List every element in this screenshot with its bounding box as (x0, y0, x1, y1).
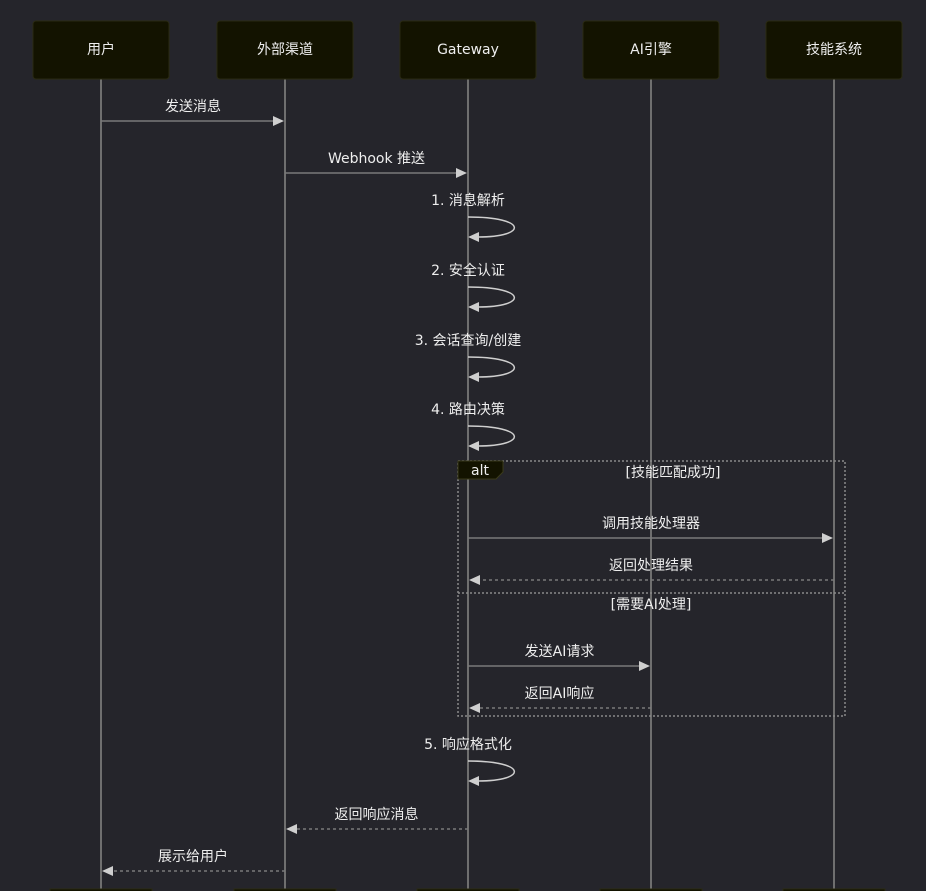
alt-label: alt (471, 463, 489, 479)
message-label: 返回AI响应 (525, 685, 595, 702)
participant-label: AI引擎 (630, 42, 672, 58)
message-label: 展示给用户 (158, 848, 228, 865)
message-4: 3. 会话查询/创建 (415, 333, 522, 382)
message-label: 4. 路由决策 (431, 401, 505, 418)
participant-label: 用户 (87, 41, 115, 58)
arrowhead (468, 302, 479, 312)
self-loop-arrow (467, 425, 515, 447)
alt-condition-0: [技能匹配成功] (626, 465, 721, 481)
participant-box-bottom (49, 888, 153, 891)
participant-label: 技能系统 (806, 42, 862, 58)
participant-box (399, 20, 537, 80)
message-label: 1. 消息解析 (431, 192, 505, 209)
participant-user: 用户 (32, 20, 170, 891)
message-label: 调用技能处理器 (602, 516, 700, 532)
arrowhead (456, 168, 467, 178)
participant-box (765, 20, 903, 80)
participant-gateway: Gateway (399, 20, 537, 891)
message-label: 发送AI请求 (525, 644, 595, 660)
participant-box-bottom (599, 888, 703, 891)
participant-box (32, 20, 170, 80)
message-2: 1. 消息解析 (431, 192, 515, 242)
participant-skill: 技能系统 (765, 20, 903, 891)
message-0: 发送消息 (101, 98, 284, 126)
message-5: 4. 路由决策 (431, 401, 515, 451)
participant-label: 外部渠道 (257, 42, 313, 58)
self-loop-arrow (467, 216, 515, 238)
message-label: 5. 响应格式化 (424, 736, 512, 753)
participant-label: Gateway (437, 42, 499, 58)
participant-box-bottom (416, 888, 520, 891)
message-label: 3. 会话查询/创建 (415, 333, 522, 349)
alt-label-box (457, 460, 504, 480)
message-label: 发送消息 (165, 98, 221, 115)
arrowhead (102, 866, 113, 876)
message-11: 返回响应消息 (286, 806, 468, 834)
message-1: Webhook 推送 (285, 151, 467, 178)
message-label: 返回响应消息 (335, 806, 419, 823)
arrowhead (273, 116, 284, 126)
message-8: 发送AI请求 (468, 644, 650, 671)
arrowhead (469, 575, 480, 585)
alt-frame-border (457, 460, 846, 717)
self-loop-arrow (467, 356, 515, 378)
message-9: 返回AI响应 (469, 685, 651, 713)
participant-box-bottom (782, 888, 886, 891)
arrowhead (468, 232, 479, 242)
self-loop-arrow (467, 286, 515, 308)
message-10: 5. 响应格式化 (424, 736, 515, 786)
arrowhead (469, 703, 480, 713)
message-label: 2. 安全认证 (431, 262, 505, 279)
message-label: 返回处理结果 (609, 558, 693, 574)
message-label: Webhook 推送 (328, 151, 425, 167)
alt-condition-1: [需要AI处理] (611, 597, 692, 613)
participant-channel: 外部渠道 (216, 20, 354, 891)
alt-frame: alt [技能匹配成功] [需要AI处理] (457, 460, 846, 717)
arrowhead (468, 441, 479, 451)
participant-box (216, 20, 354, 80)
arrowhead (468, 776, 479, 786)
participant-ai: AI引擎 (582, 20, 720, 891)
arrowhead (286, 824, 297, 834)
self-loop-arrow (467, 760, 515, 782)
message-7: 返回处理结果 (469, 558, 834, 585)
message-12: 展示给用户 (102, 848, 285, 876)
participant-box-bottom (233, 888, 337, 891)
message-6: 调用技能处理器 (468, 516, 833, 543)
arrowhead (468, 372, 479, 382)
arrowhead (822, 533, 833, 543)
message-3: 2. 安全认证 (431, 262, 515, 312)
arrowhead (639, 661, 650, 671)
participant-box (582, 20, 720, 80)
